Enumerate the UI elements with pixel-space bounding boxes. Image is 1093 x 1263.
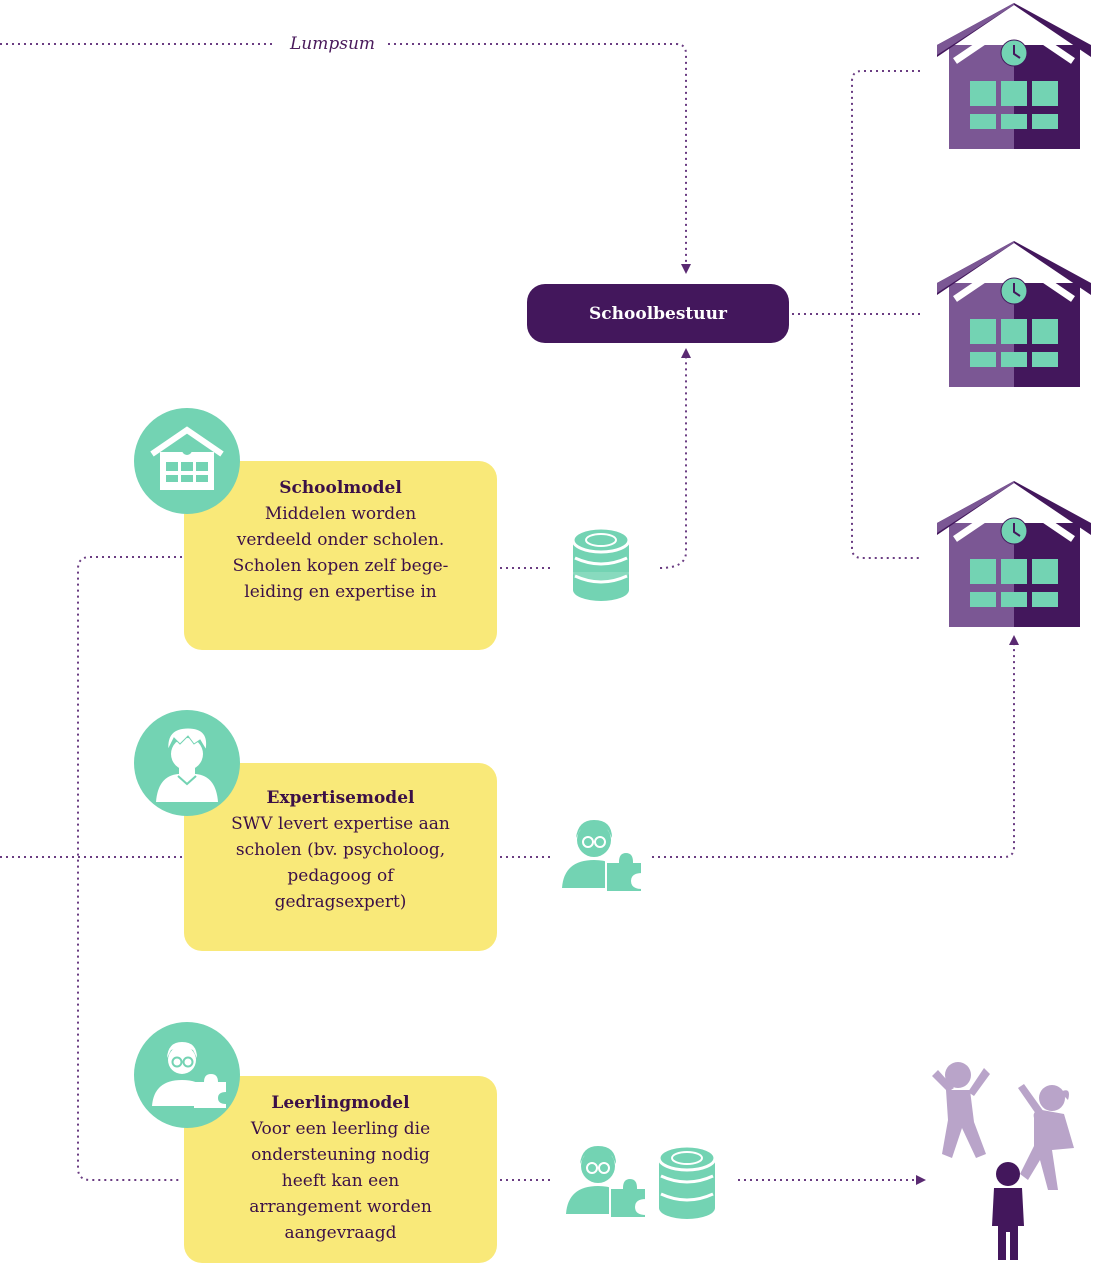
lumpsum-line-right: [388, 43, 691, 274]
leerlingmodel-card: Leerlingmodel Voor een leerling die onde…: [184, 1076, 497, 1263]
expertisemodel-description: SWV levert expertise aan scholen (bv. ps…: [231, 814, 450, 912]
coins-icon-2: [657, 1144, 717, 1219]
leerlingmodel-description: Voor een leerling die ondersteuning nodi…: [249, 1119, 432, 1243]
school-building-1-icon: [937, 3, 1091, 149]
expert-to-school-line: [652, 635, 1019, 858]
expert-puzzle-icon: [562, 820, 643, 893]
children-icon: [932, 1062, 1074, 1260]
schoolmodel-title: Schoolmodel: [279, 478, 402, 498]
person-icon: [134, 710, 240, 816]
coins-icon: [571, 526, 631, 601]
school-branch-line: [851, 70, 920, 559]
school-icon: [134, 408, 240, 514]
coins-to-bestuur-line: [659, 348, 691, 569]
schoolbestuur-box: Schoolbestuur: [527, 284, 789, 343]
school-building-3-icon: [937, 481, 1091, 627]
leerlingmodel-title: Leerlingmodel: [271, 1093, 410, 1113]
left-branch-line: [77, 556, 182, 1181]
school-building-2-icon: [937, 241, 1091, 387]
schoolbestuur-label: Schoolbestuur: [589, 303, 727, 324]
expertisemodel-title: Expertisemodel: [266, 788, 415, 808]
lumpsum-label: Lumpsum: [290, 34, 376, 54]
expert-puzzle-circle-icon: [134, 1022, 240, 1128]
expert-puzzle-icon-2: [566, 1146, 647, 1219]
expertisemodel-card: Expertisemodel SWV levert expertise aan …: [184, 763, 497, 951]
schoolmodel-card: Schoolmodel Middelen worden verdeeld ond…: [184, 461, 497, 650]
schoolmodel-description: Middelen worden verdeeld onder scholen. …: [232, 504, 449, 602]
